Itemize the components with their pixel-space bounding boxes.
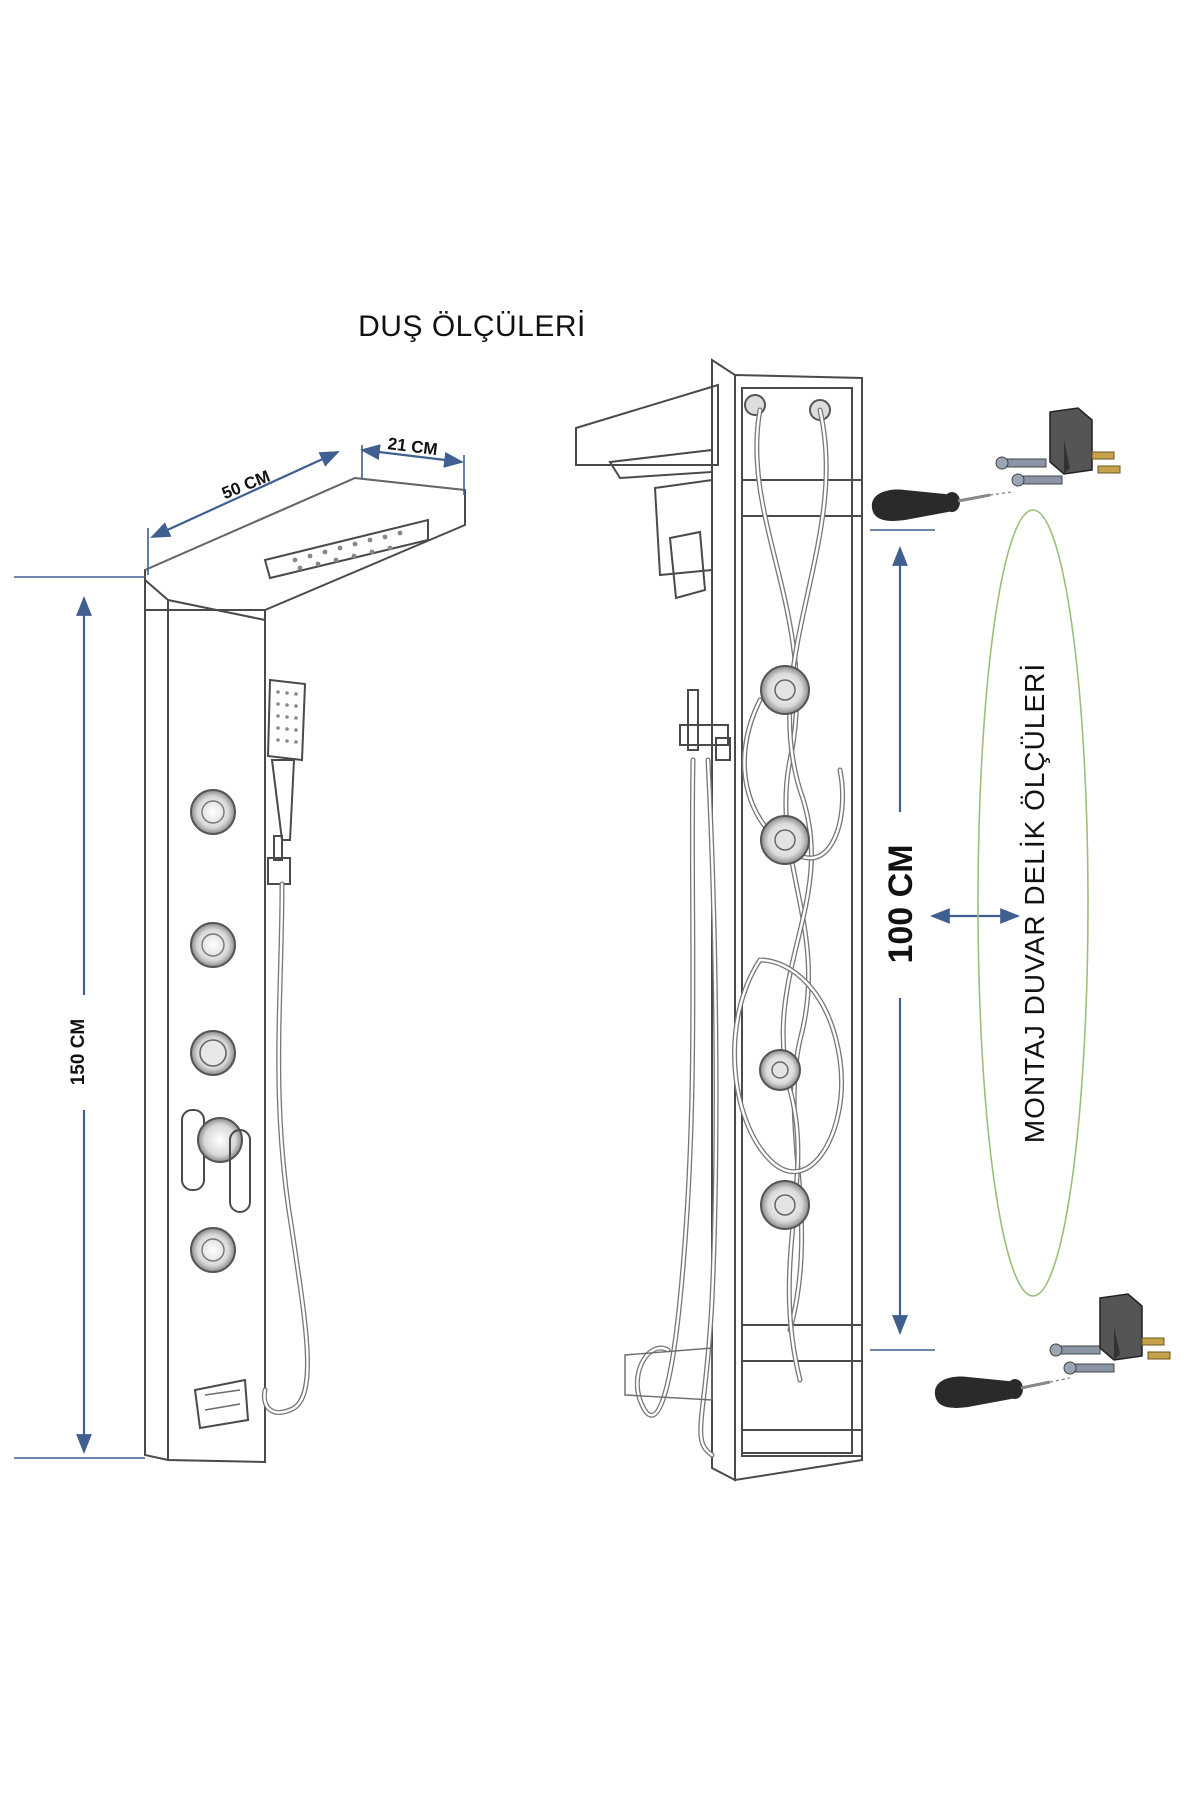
depth-label: 21 CM <box>387 434 439 459</box>
hand-shower-icon <box>266 678 307 885</box>
width-label: 50 CM <box>219 467 273 503</box>
back-view-shower-panel <box>575 358 863 1482</box>
screw-icon <box>1011 473 1063 487</box>
mounting-hardware-top <box>871 407 1121 521</box>
wall-bracket-icon <box>1049 407 1093 475</box>
height-dimension: 150 CM <box>14 576 145 1459</box>
screw-icon <box>1049 1343 1101 1357</box>
body-jet-icon <box>190 789 236 835</box>
screw-icon <box>1063 1361 1115 1375</box>
wall-plug-icon <box>1141 1337 1171 1360</box>
internal-hoses <box>732 407 846 1383</box>
back-valve-icon <box>760 665 810 715</box>
diverter-knob-icon <box>190 1030 236 1076</box>
front-view-shower-panel <box>144 476 466 1464</box>
screwdriver-icon <box>934 1376 1071 1408</box>
mounting-hole-label: MONTAJ DUVAR DELİK ÖLÇÜLERİ <box>1019 663 1050 1143</box>
tub-spout-icon <box>193 1378 250 1430</box>
mixer-handle-icon <box>181 1109 251 1213</box>
screwdriver-icon <box>871 489 1013 521</box>
back-valve-icon <box>760 815 810 865</box>
rain-head-nozzles-icon <box>292 530 403 571</box>
mount-spacing-dimension: 100 CM <box>870 529 1020 1351</box>
body-jet-icon <box>190 1227 236 1273</box>
wall-bracket-icon <box>1099 1293 1143 1361</box>
height-label: 150 CM <box>68 1019 89 1086</box>
mounting-hole-label-group: MONTAJ DUVAR DELİK ÖLÇÜLERİ <box>977 509 1089 1297</box>
depth-dimension: 21 CM <box>360 434 465 495</box>
back-valve-icon <box>760 1180 810 1230</box>
mounting-hardware-bottom <box>934 1293 1171 1408</box>
back-valve-icon <box>759 1049 801 1091</box>
diagram-title: DUŞ ÖLÇÜLERİ <box>358 310 586 343</box>
wall-plug-icon <box>1091 451 1121 474</box>
mount-spacing-label: 100 CM <box>882 844 920 963</box>
hand-shower-side-icon <box>668 530 731 761</box>
body-jet-icon <box>190 922 236 968</box>
screw-icon <box>995 456 1047 470</box>
